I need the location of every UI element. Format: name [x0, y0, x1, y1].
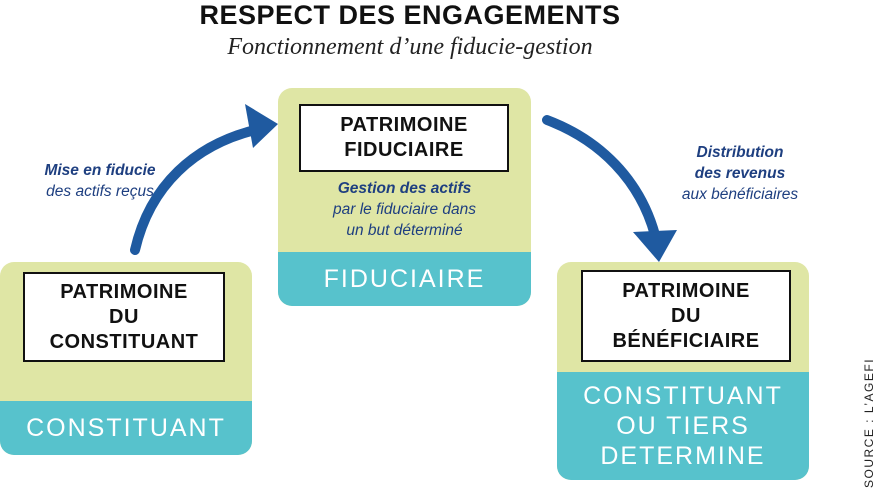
band-constituant: CONSTITUANT — [0, 401, 252, 455]
card-beneficiaire: PATRIMOINE DU BÉNÉFICIAIRE CONSTITUANT O… — [557, 262, 809, 480]
arrow-to-beneficiaire — [542, 115, 660, 240]
note-line: Mise en fiducie — [44, 162, 156, 179]
note-line: un but déterminé — [346, 222, 463, 239]
card-fiduciaire: PATRIMOINE FIDUCIAIRE Gestion des actifs… — [278, 88, 531, 306]
note-line: aux bénéficiaires — [681, 186, 799, 203]
note-gestion: Gestion des actifs par le fiduciaire dan… — [278, 178, 531, 241]
box-line: PATRIMOINE — [60, 280, 188, 303]
diagram-subtitle: Fonctionnement d’une fiducie-gestion — [227, 34, 593, 60]
band-line: OU TIERS — [616, 412, 750, 440]
box-line: DU — [109, 305, 139, 328]
box-line: PATRIMOINE — [622, 279, 750, 302]
band-line: CONSTITUANT — [583, 382, 783, 410]
band-beneficiaire: CONSTITUANT OU TIERS DETERMINE — [557, 372, 809, 480]
source-credit: SOURCE : L’AGEFI — [862, 357, 876, 488]
box-line: PATRIMOINE — [340, 114, 468, 136]
diagram-title: RESPECT DES ENGAGEMENTS — [199, 0, 621, 30]
note-line: Distribution — [696, 144, 784, 161]
label-distribution: Distribution des revenus aux bénéficiair… — [655, 142, 825, 205]
band-fiduciaire: FIDUCIAIRE — [278, 252, 531, 306]
card-constituant: PATRIMOINE DU CONSTITUANT CONSTITUANT — [0, 262, 252, 455]
box-line: CONSTITUANT — [49, 330, 199, 353]
box-line: BÉNÉFICIAIRE — [612, 329, 760, 352]
box-patrimoine-fiduciaire: PATRIMOINE FIDUCIAIRE — [299, 104, 509, 172]
band-line: DETERMINE — [600, 442, 766, 470]
box-patrimoine-beneficiaire: PATRIMOINE DU BÉNÉFICIAIRE — [581, 270, 791, 362]
note-line: des revenus — [694, 165, 786, 182]
arrow-to-fiduciaire — [130, 125, 260, 255]
arrowhead-to-fiduciaire — [245, 104, 278, 148]
note-line: Gestion des actifs — [337, 180, 472, 197]
band-label: FIDUCIAIRE — [323, 265, 486, 293]
box-patrimoine-constituant: PATRIMOINE DU CONSTITUANT — [23, 272, 225, 362]
arrowhead-to-beneficiaire — [633, 230, 677, 262]
note-line: des actifs reçus — [46, 183, 154, 200]
box-line: FIDUCIAIRE — [344, 139, 464, 161]
band-label: CONSTITUANT — [26, 414, 226, 442]
box-line: DU — [671, 304, 701, 327]
note-line: par le fiduciaire dans — [332, 201, 477, 218]
label-mise-en-fiducie: Mise en fiducie des actifs reçus — [20, 160, 180, 202]
